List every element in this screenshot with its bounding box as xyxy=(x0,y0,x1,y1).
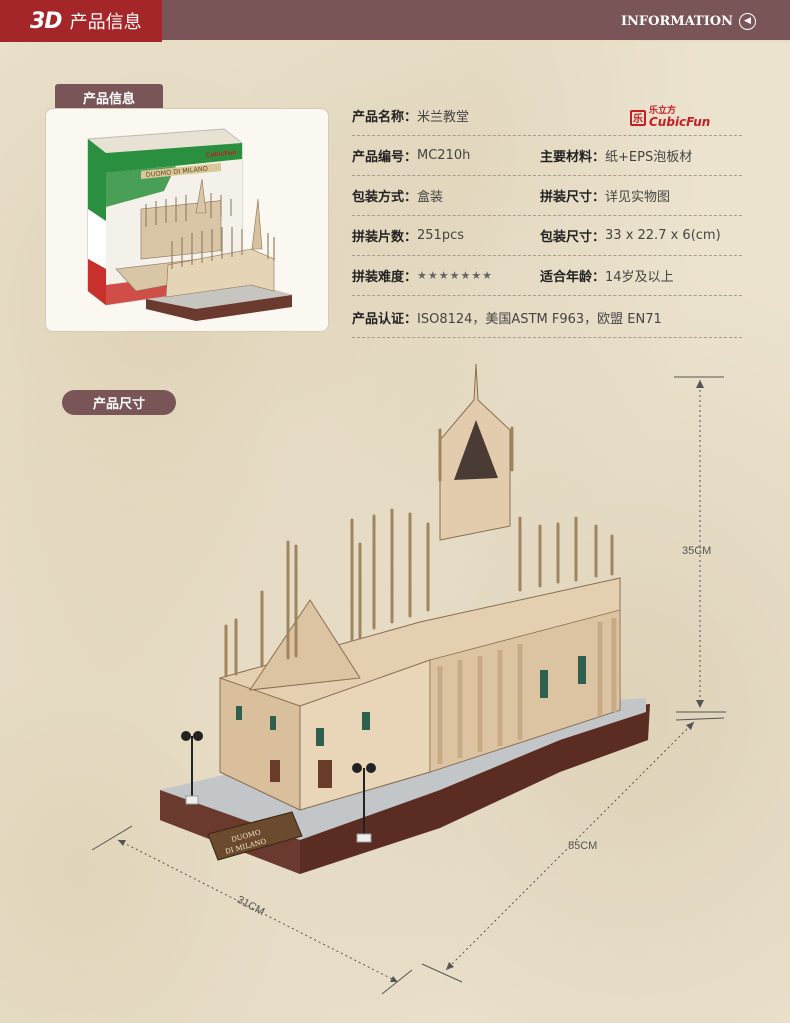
spec-label: 包装尺寸： xyxy=(540,230,606,245)
page-header: 3D 产品信息 INFORMATION ◀ xyxy=(0,0,790,42)
spec-value: 14岁及以上 xyxy=(605,270,674,285)
spec-row-name: 产品名称： 米兰教堂 xyxy=(352,96,742,136)
spec-row-code-material: 产品编号： MC210h 主要材料： 纸+EPS泡板材 xyxy=(352,136,742,176)
model-dimension-illustration: DUOMO DI MILANO xyxy=(91,363,726,995)
spec-label: 包装方式： xyxy=(352,190,418,205)
spec-value: 251pcs xyxy=(417,228,465,243)
tab-product-size: 产品尺寸 xyxy=(62,390,176,415)
spec-label: 产品名称： xyxy=(352,110,418,125)
spec-label: 产品编号： xyxy=(352,150,418,165)
brand-cn: 乐立方 xyxy=(649,106,677,116)
spec-row-pieces-boxsize: 拼装片数： 251pcs 包装尺寸： 33 x 22.7 x 6(cm) xyxy=(352,216,742,256)
product-box-photo: DUOMO DI MILANO CubicFun xyxy=(45,108,329,332)
spec-value: 纸+EPS泡板材 xyxy=(605,150,693,165)
information-link[interactable]: INFORMATION ◀ xyxy=(621,0,756,42)
spec-label: 拼装难度： xyxy=(352,270,418,285)
spec-label: 适合年龄： xyxy=(540,270,606,285)
spec-value: 详见实物图 xyxy=(605,190,671,205)
dimension-height: 35CM xyxy=(682,545,712,557)
spec-value: ISO8124，美国ASTM F963，欧盟 EN71 xyxy=(417,312,662,327)
brand-en: CubicFun xyxy=(649,115,711,129)
spec-label: 主要材料： xyxy=(540,150,606,165)
spec-value: 33 x 22.7 x 6(cm) xyxy=(605,228,721,243)
spec-row-difficulty-age: 拼装难度： ★★★★★★★ 适合年龄： 14岁及以上 xyxy=(352,256,742,296)
spec-value: MC210h xyxy=(417,148,471,163)
spec-row-package-assembled: 包装方式： 盒装 拼装尺寸： 详见实物图 xyxy=(352,176,742,216)
header-section-tab: 3D 产品信息 xyxy=(0,0,162,42)
product-box-illustration: DUOMO DI MILANO CubicFun xyxy=(87,128,292,321)
spec-value: 盒装 xyxy=(417,190,444,205)
cubicfun-logo: 乐 乐立方 CubicFun xyxy=(630,107,710,128)
information-label: INFORMATION xyxy=(620,13,733,29)
spec-value: 米兰教堂 xyxy=(417,110,470,125)
box-brand: CubicFun xyxy=(206,149,237,159)
spec-label: 拼装片数： xyxy=(352,230,418,245)
difficulty-stars: ★★★★★★★ xyxy=(417,269,494,282)
arrow-left-icon: ◀ xyxy=(739,12,756,30)
spec-row-certification: 产品认证： ISO8124，美国ASTM F963，欧盟 EN71 xyxy=(352,298,742,338)
spec-label: 拼装尺寸： xyxy=(540,190,606,205)
logo-3d: 3D xyxy=(30,8,63,34)
spec-label: 产品认证： xyxy=(352,312,418,327)
header-title: 产品信息 xyxy=(69,12,142,33)
cubicfun-mark-icon: 乐 xyxy=(630,109,646,126)
tab-product-info: 产品信息 xyxy=(55,84,163,110)
dimension-length: 55CM xyxy=(568,840,598,852)
